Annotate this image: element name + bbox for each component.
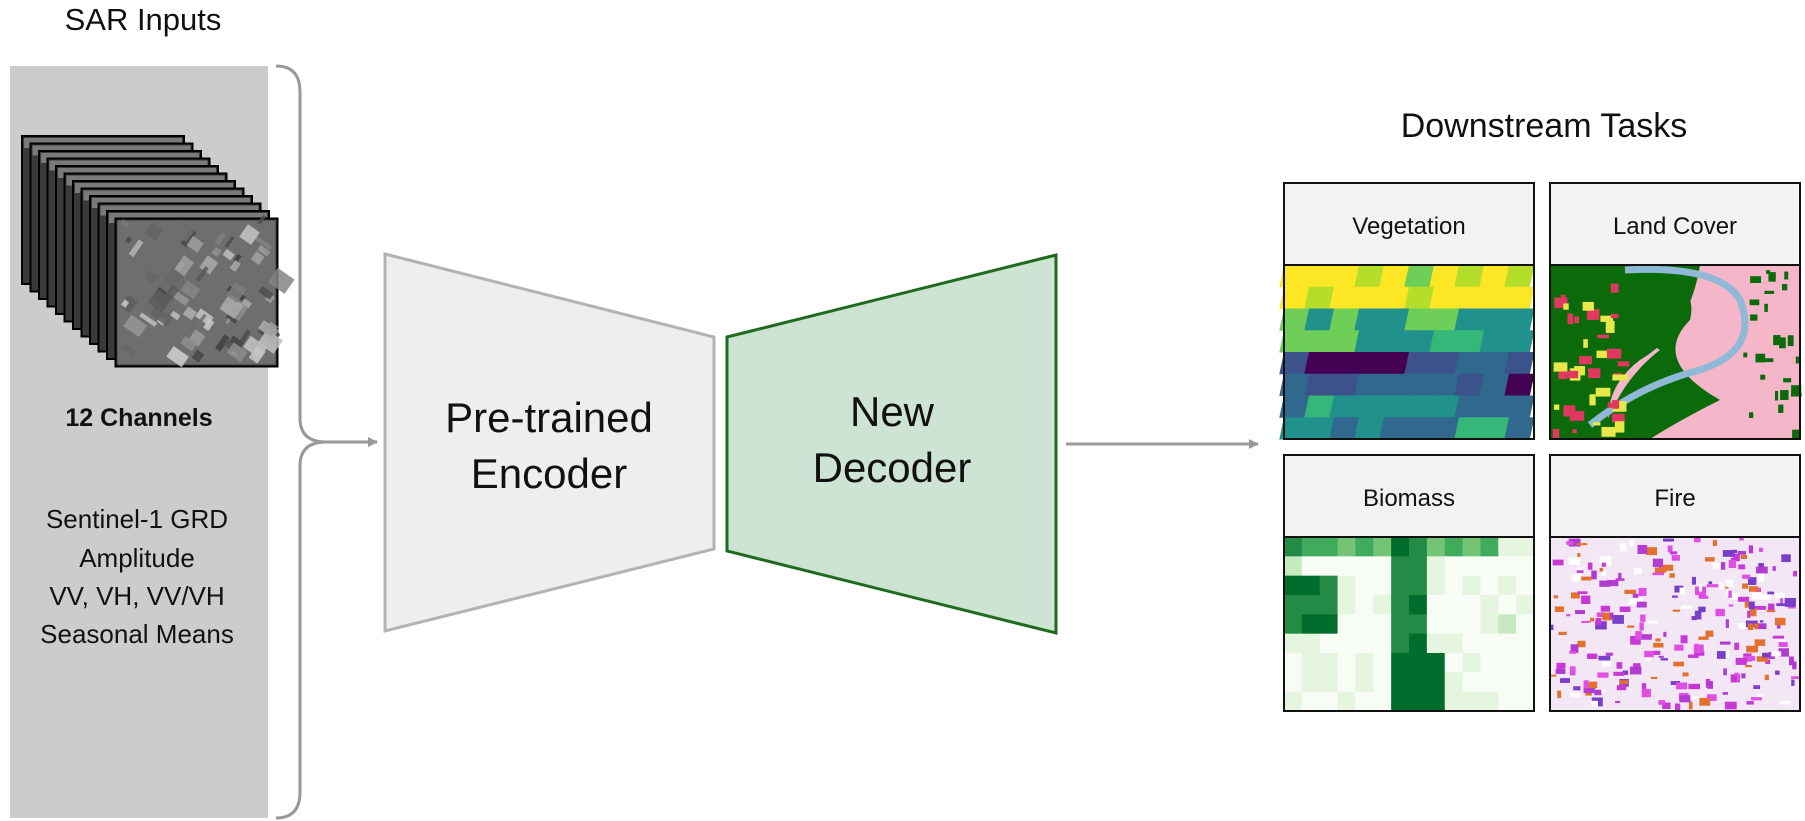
decoder-label-line-1: New: [850, 388, 935, 435]
decoder-block: [725, 253, 1058, 635]
task-card-fire: Fire: [1549, 454, 1801, 712]
land-cover-map: [1550, 265, 1802, 439]
input-description-line-4: Seasonal Means: [40, 619, 234, 649]
sar-channel-layer: [114, 214, 295, 368]
task-label-fire: Fire: [1654, 485, 1695, 512]
fire-map: [1550, 537, 1800, 712]
encoder-label-line-1: Pre-trained: [445, 394, 653, 441]
task-card-vegetation: Vegetation: [1279, 182, 1574, 440]
sar-image-stack: [21, 135, 295, 368]
sar-inputs-title: SAR Inputs: [65, 2, 222, 37]
task-card-land-cover: Land Cover: [1549, 182, 1802, 440]
encoder-label-line-2: Encoder: [471, 450, 627, 497]
task-card-biomass: Biomass: [1283, 454, 1535, 712]
input-brace: [275, 64, 327, 820]
input-description-line-2: Amplitude: [79, 543, 195, 573]
task-label-land-cover: Land Cover: [1613, 213, 1737, 240]
vegetation-map: [1279, 265, 1574, 440]
encoder-block: [383, 252, 716, 633]
task-label-biomass: Biomass: [1363, 485, 1455, 512]
decoder-label-line-2: Decoder: [813, 444, 972, 491]
input-description-line-3: VV, VH, VV/VH: [49, 581, 224, 611]
downstream-title: Downstream Tasks: [1401, 107, 1688, 145]
channels-label: 12 Channels: [65, 404, 212, 432]
task-header-land-cover: [1549, 182, 1801, 266]
biomass-map: [1284, 537, 1535, 712]
task-label-vegetation: Vegetation: [1352, 213, 1465, 240]
input-description-line-1: Sentinel-1 GRD: [46, 504, 228, 534]
